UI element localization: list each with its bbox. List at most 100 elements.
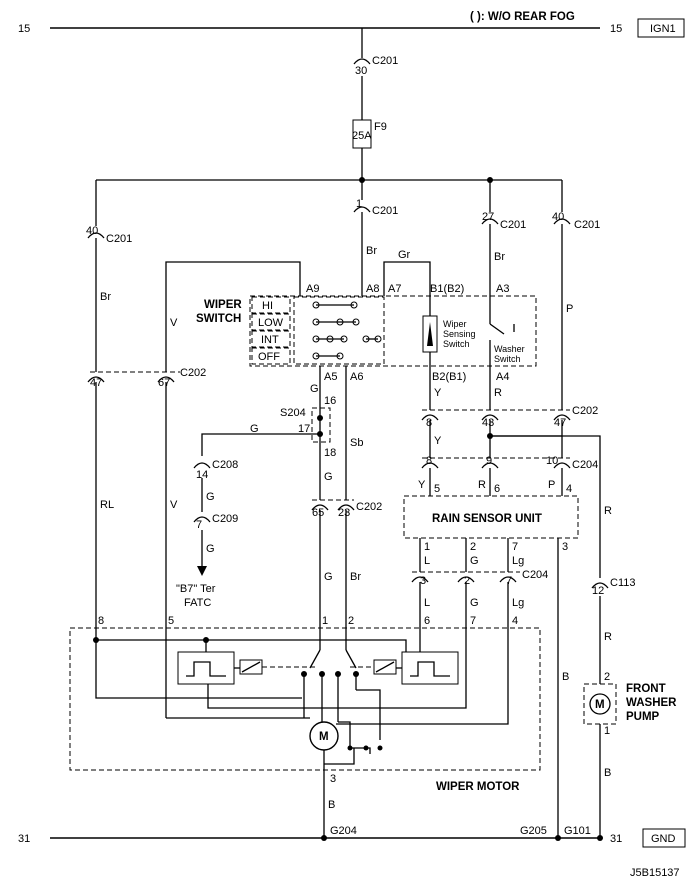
- lg-label-lower: Lg: [512, 597, 524, 609]
- wiper-switch-title-2: SWITCH: [196, 313, 241, 325]
- motor-pin-6: 6: [424, 615, 430, 627]
- g-label-a5: G: [310, 383, 319, 395]
- c201-27-pin: 27: [482, 211, 494, 223]
- c208-connector-mark: [193, 462, 211, 469]
- g-label-c208: G: [206, 491, 215, 503]
- c202-mid-label: C202: [572, 405, 598, 417]
- term-a8: A8: [366, 283, 379, 295]
- gnd-tag-box: [642, 828, 686, 848]
- rsu-pin-5: 5: [434, 483, 440, 495]
- term-b2b1: B2(B1): [432, 371, 466, 383]
- fuse-f9-rating: 25A: [352, 130, 372, 142]
- l-label-upper: L: [424, 555, 430, 567]
- ign1-tag: IGN1: [650, 23, 676, 35]
- c202-top-label: C202: [180, 367, 206, 379]
- c202-mid-pin-43: 43: [482, 417, 494, 429]
- c113-label: C113: [610, 577, 635, 589]
- c201-40b-pin: 40: [552, 211, 564, 223]
- c202-low-label: C202: [356, 501, 382, 513]
- switch-pos-low: LOW: [258, 317, 284, 329]
- washer-pump-label-2: WASHER: [626, 697, 677, 709]
- washer-pump-pin-1: 1: [604, 725, 610, 737]
- s204-pin-17: 17: [298, 423, 310, 435]
- rear-fog-note: ( ): W/O REAR FOG: [470, 11, 575, 23]
- c204-top-pin-9: 9: [486, 455, 492, 467]
- v-wire: [165, 261, 301, 372]
- ground-g205: G205: [520, 825, 547, 837]
- c209-pin: 7: [196, 519, 202, 531]
- wiper-motor-m: M: [319, 731, 329, 743]
- c201-40-pin: 40: [86, 225, 98, 237]
- g-label-c209: G: [206, 543, 215, 555]
- rsu-pin-2: 2: [470, 541, 476, 553]
- switch-pos-hi: HI: [262, 300, 273, 312]
- c201-30-connector-mark: [353, 58, 371, 65]
- c201-27-label: C201: [500, 219, 526, 231]
- wiper-switch-title-1: WIPER: [204, 299, 242, 311]
- motor-pin-2: 2: [348, 615, 354, 627]
- r-label-rsu: R: [478, 479, 486, 491]
- term-b1b2: B1(B2): [430, 283, 464, 295]
- br-label-right: Br: [494, 251, 505, 263]
- c201-1-pin: 1: [356, 198, 362, 210]
- c204-top-connector-8: [421, 462, 439, 469]
- b-label-pump: B: [604, 767, 611, 779]
- washer-pump-pin-2: 2: [604, 671, 610, 683]
- ground-g204: G204: [330, 825, 357, 837]
- c204-top-connector-9: [481, 462, 499, 469]
- c201-40-connector-mark: [87, 232, 105, 239]
- c204-low-pin-2: 2: [464, 575, 470, 587]
- c201-40-label: C201: [106, 233, 132, 245]
- motor-pin-5: 5: [168, 615, 174, 627]
- c202-top-connector-47: [87, 376, 105, 383]
- b-label-motor: B: [328, 799, 335, 811]
- washer-pump-label-3: PUMP: [626, 711, 660, 723]
- y-label-upper: Y: [434, 387, 442, 399]
- c201-1-label: C201: [372, 205, 398, 217]
- c201-27-connector-mark: [481, 218, 499, 225]
- motor-pin-1: 1: [322, 615, 328, 627]
- c209-label: C209: [212, 513, 238, 525]
- r-label-pump-upper: R: [604, 505, 612, 517]
- term-a3: A3: [496, 283, 509, 295]
- br-label-center: Br: [366, 245, 377, 257]
- br-label-motor-2: Br: [350, 571, 361, 583]
- c208-pin: 14: [196, 469, 208, 481]
- c202-mid-connector-47: [553, 414, 571, 421]
- washer-switch-label-1: Washer: [494, 344, 525, 354]
- wiper-motor-outline: [69, 627, 541, 771]
- c201-1-connector-mark: [353, 206, 371, 213]
- wiper-switch-outline: [249, 295, 537, 367]
- s204-pin-18: 18: [324, 447, 336, 459]
- c113-connector-mark: [591, 582, 609, 589]
- c204-top-pin-8: 8: [426, 455, 432, 467]
- c208-label: C208: [212, 459, 238, 471]
- c204-low-connector-2: [457, 576, 475, 583]
- c201-30-pin: 30: [355, 65, 367, 77]
- rsu-pin-7: 7: [512, 541, 518, 553]
- c204-top-connector-10: [553, 462, 571, 469]
- figure-id: J5B15137: [630, 867, 680, 879]
- c204-top-pin-10: 10: [546, 455, 558, 467]
- g-label-motor-1: G: [324, 571, 333, 583]
- v-label-upper: V: [170, 317, 178, 329]
- c204-low-connector-3: [411, 576, 429, 583]
- c201-40b-connector-mark: [553, 218, 571, 225]
- rsu-pin-6: 6: [494, 483, 500, 495]
- motor-pin-7: 7: [470, 615, 476, 627]
- c201-40b-label: C201: [574, 219, 600, 231]
- g-label-s204-left: G: [250, 423, 259, 435]
- c202-top-connector-67: [157, 376, 175, 383]
- c202-mid-connector-8: [421, 414, 439, 421]
- fatc-label-1: "B7" Ter: [176, 583, 216, 595]
- s204-splice-box: [311, 407, 331, 443]
- left-relay-module: [177, 651, 235, 685]
- y-label-lower: Y: [434, 435, 442, 447]
- gr-wire: [383, 261, 431, 316]
- gnd-tag: GND: [651, 833, 676, 845]
- term-a6: A6: [350, 371, 363, 383]
- term-a5: A5: [324, 371, 337, 383]
- c209-connector-mark: [193, 516, 211, 523]
- c204-low-label: C204: [522, 569, 548, 581]
